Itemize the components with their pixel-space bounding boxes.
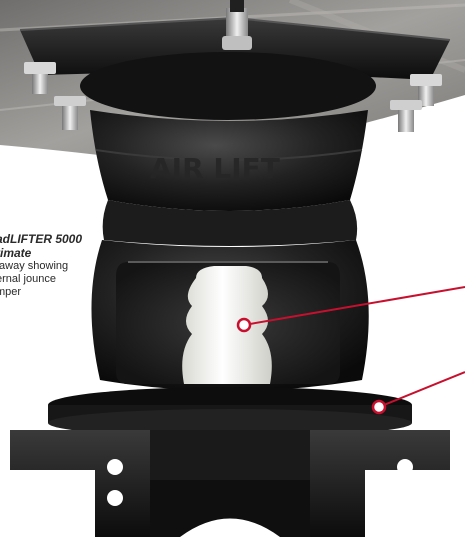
lower-bracket <box>10 430 450 537</box>
callout-dot-icon <box>236 317 387 415</box>
product-caption: adLIFTER 5000 timate taway showing ernal… <box>0 232 156 299</box>
svg-text:AIR LIFT: AIR LIFT <box>150 152 280 185</box>
bolt-icon <box>24 62 442 132</box>
bellow-waist <box>102 200 358 246</box>
air-valve-icon <box>222 0 252 50</box>
jounce-bumper <box>182 266 272 384</box>
caption-title: adLIFTER 5000 timate <box>0 232 83 260</box>
upper-bellow: AIR LIFT <box>80 52 376 211</box>
callout-line-icon <box>243 286 465 408</box>
caption-body: taway showing ernal jounce mper <box>0 260 69 298</box>
